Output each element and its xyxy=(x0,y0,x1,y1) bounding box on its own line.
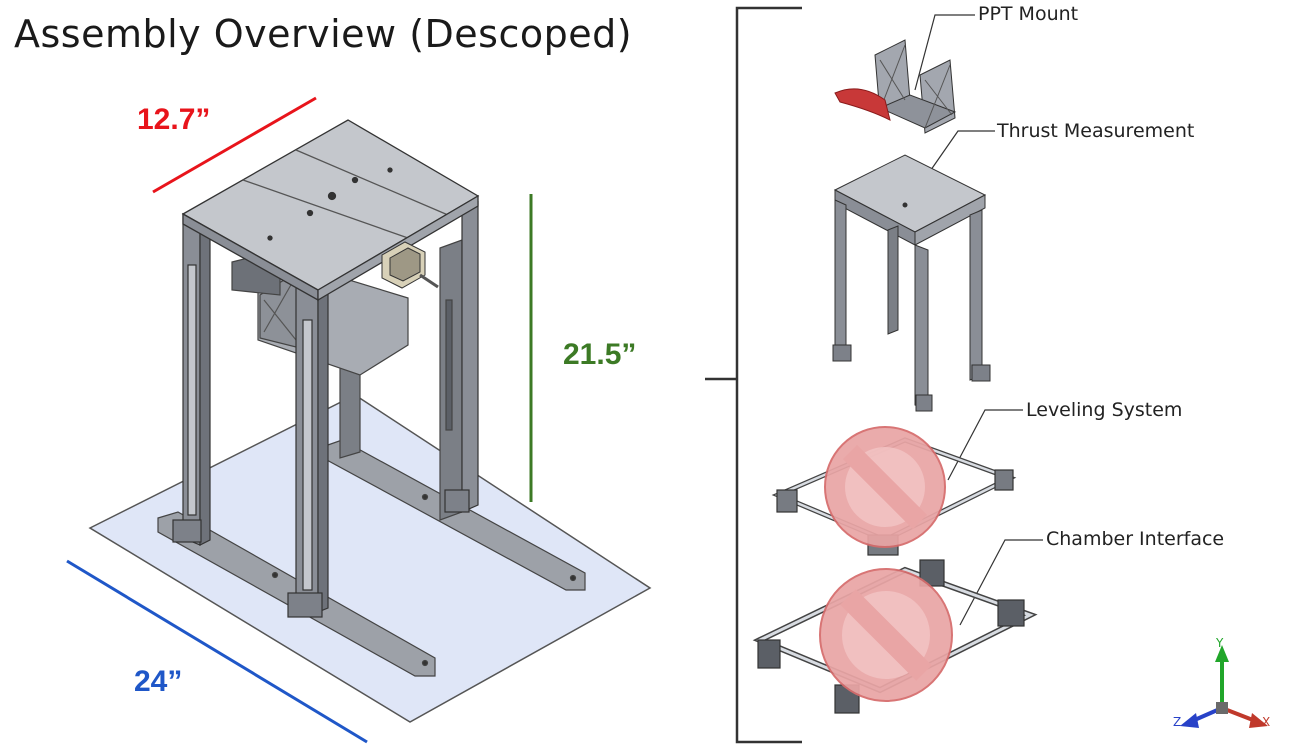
triad-x-label: X xyxy=(1262,715,1271,729)
dimension-lines xyxy=(66,96,533,744)
stepper-motor xyxy=(381,241,439,289)
ppt-mount-part xyxy=(834,39,957,134)
top-plate xyxy=(181,119,480,302)
exploded-bracket xyxy=(705,6,802,744)
page-title: Assembly Overview (Descoped) xyxy=(14,12,633,56)
front-legs xyxy=(172,201,479,618)
height-dimension-label: 21.5” xyxy=(563,338,637,371)
coordinate-triad-icon xyxy=(1180,645,1268,728)
callout-thrust-measurement: Thrust Measurement xyxy=(997,120,1195,142)
callout-ppt-mount: PPT Mount xyxy=(978,3,1079,25)
prohibited-icon-leveling xyxy=(824,426,946,548)
callout-leveling-system: Leveling System xyxy=(1026,399,1183,421)
thrust-measurement-part xyxy=(832,154,991,412)
triad-z-label: Z xyxy=(1173,715,1182,729)
prohibited-icon-chamber xyxy=(819,568,953,702)
callout-chamber-interface: Chamber Interface xyxy=(1046,528,1225,550)
base-plate xyxy=(88,394,652,723)
rear-legs xyxy=(339,239,463,521)
length-dimension-label: 24” xyxy=(134,665,183,698)
triad-y-label: Y xyxy=(1216,636,1224,650)
width-dimension-label: 12.7” xyxy=(137,103,211,136)
